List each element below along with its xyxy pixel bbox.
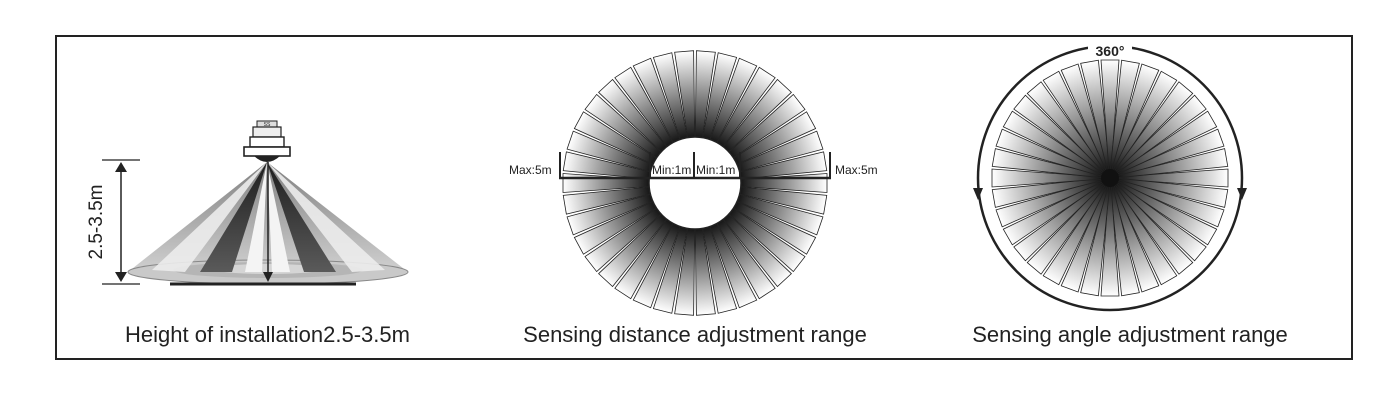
min-left-label: Min:1m	[652, 163, 691, 177]
center-hub	[1101, 169, 1119, 187]
angle-beam-pattern	[991, 59, 1229, 297]
sensor-device-icon: SS	[243, 120, 291, 162]
height-dimension-arrow	[102, 159, 140, 285]
diagram-frame	[55, 35, 1353, 360]
detection-cone	[127, 162, 409, 286]
caption-installation-height: Height of installation2.5-3.5m	[125, 322, 410, 347]
height-label: 2.5-3.5m	[86, 185, 107, 260]
max-right-label: Max:5m	[835, 163, 878, 177]
installation-height-panel: SS 2.5-3.5m	[86, 120, 409, 286]
min-range-circle	[648, 136, 742, 230]
caption-sensing-angle: Sensing angle adjustment range	[972, 322, 1288, 347]
right-arrow-icon	[1237, 188, 1247, 200]
left-arrow-icon	[973, 188, 983, 200]
min-right-label: Min:1m	[696, 163, 735, 177]
sensor-badge: SS	[264, 122, 271, 128]
sensing-distance-panel: Max:5m Min:1m Min:1m Max:5m	[509, 50, 878, 316]
max-left-label: Max:5m	[509, 163, 552, 177]
caption-sensing-distance: Sensing distance adjustment range	[523, 322, 867, 347]
range-markers	[559, 152, 831, 180]
angle-label: 360°	[1096, 43, 1125, 59]
sensing-angle-panel: 360°	[973, 40, 1247, 312]
